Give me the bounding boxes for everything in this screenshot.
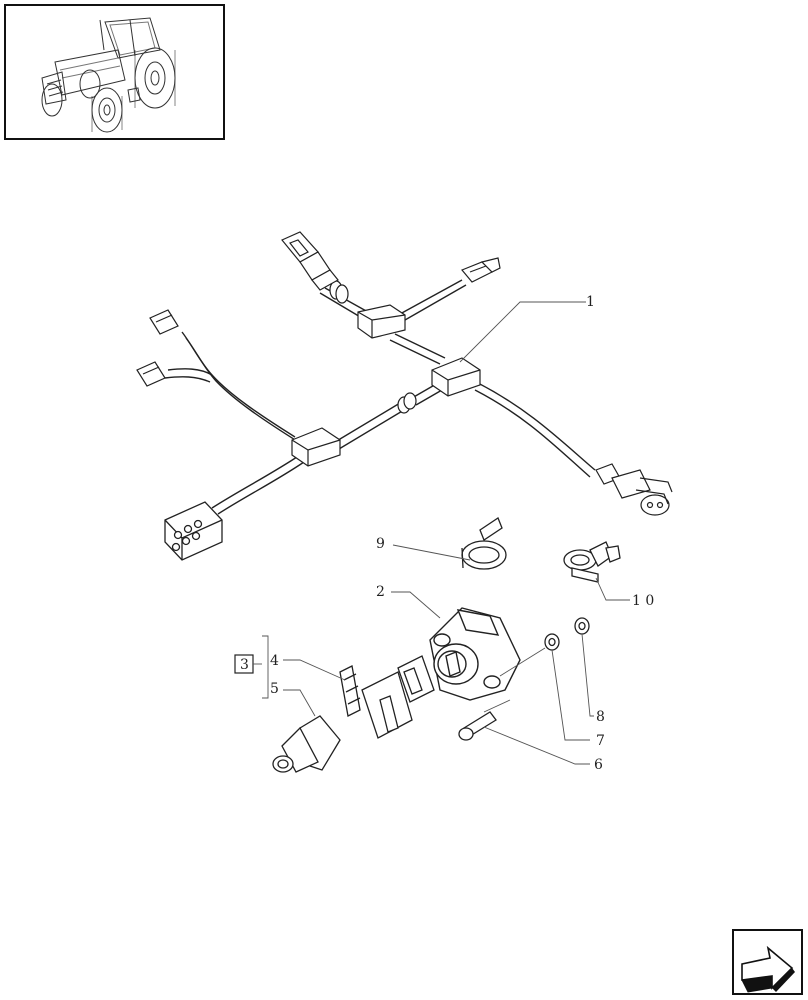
next-page-arrow-icon[interactable] [732,929,803,995]
tractor-thumbnail-icon[interactable] [4,4,225,140]
boot-part-5 [272,715,341,773]
callout-8: 8 [596,709,605,725]
hose-clamp-part-9 [461,517,507,570]
callout-1: 1 [586,294,595,310]
washer-part-8 [574,617,590,635]
callout-2: 2 [376,584,385,600]
bolt-part-6 [458,711,497,741]
callout-4: 4 [270,653,279,669]
callout-6: 6 [594,757,603,773]
wiring-harness [136,231,673,561]
callout-7: 7 [596,733,605,749]
callout-3-box: 3 [234,654,262,674]
connector-housing-part-4 [339,655,435,739]
nut-part-7 [544,633,560,651]
callout-10: 1 0 [632,593,654,609]
clip-part-10 [563,541,621,583]
leader-lines [262,301,630,765]
sensor-part-2 [429,607,521,701]
callout-9: 9 [376,536,385,552]
callout-5: 5 [270,681,279,697]
callout-3: 3 [240,657,249,673]
